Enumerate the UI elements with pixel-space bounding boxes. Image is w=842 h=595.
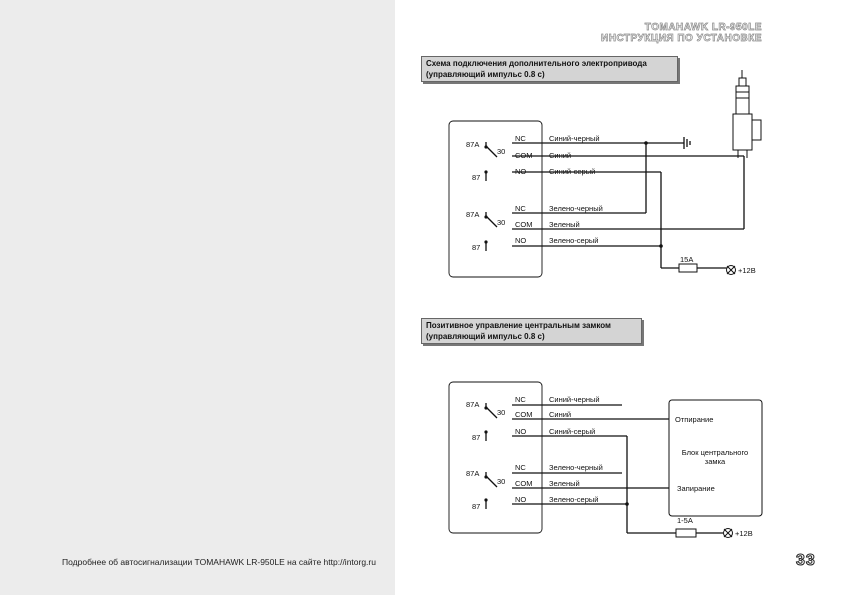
d1-pin-nc-2: NC (515, 204, 526, 213)
d1-pin-com-2: COM (515, 220, 533, 229)
d2-label-87-1: 87 (472, 433, 480, 442)
d2-label-87-2: 87 (472, 502, 480, 511)
unit-unlock-label: Отпирание (675, 415, 713, 424)
unit-title-line2: замка (705, 457, 726, 466)
unit-lock-label: Запирание (677, 484, 715, 493)
d2-label-30-2: 30 (497, 477, 505, 486)
d1-label-87a-1: 87A (466, 140, 479, 149)
d1-pin-no-1: NO (515, 167, 526, 176)
d1-fuse-label: 15A (680, 255, 693, 264)
diagram1-caption: Схема подключения дополнительного электр… (421, 56, 678, 82)
d1-label-87-2: 87 (472, 243, 480, 252)
d1-pin-com-1: COM (515, 151, 533, 160)
header-brand: TOMAHAWK LR-950LE (644, 22, 762, 34)
d2-pin-no-2: NO (515, 495, 526, 504)
unit-title-line1: Блок центрального (682, 448, 748, 457)
d1-wire-green-black: Зелено-черный (549, 204, 603, 213)
page-number: 33 (796, 552, 816, 570)
footer-text: Подробнее об автосигнализации TOMAHAWK L… (62, 557, 376, 567)
d2-label-87a-1: 87A (466, 400, 479, 409)
d2-wire-blue-black: Синий-черный (549, 395, 600, 404)
diagram2-caption-line2: (управляющий импульс 0.8 с) (426, 332, 545, 341)
d2-label-87a-2: 87A (466, 469, 479, 478)
d1-label-87a-2: 87A (466, 210, 479, 219)
d1-label-30-1: 30 (497, 147, 505, 156)
header-subtitle: ИНСТРУКЦИЯ ПО УСТАНОВКЕ (601, 33, 762, 45)
d1-pin-nc-1: NC (515, 134, 526, 143)
left-panel (0, 0, 395, 595)
d1-pin-no-2: NO (515, 236, 526, 245)
diagram1-caption-line2: (управляющий импульс 0.8 с) (426, 70, 545, 79)
d2-pin-com-1: COM (515, 410, 533, 419)
d2-power-label: +12B (735, 529, 753, 538)
d1-wire-green: Зеленый (549, 220, 580, 229)
actuator-icon (732, 70, 762, 158)
d1-wire-green-gray: Зелено-серый (549, 236, 598, 245)
d1-wire-blue-black: Синий-черный (549, 134, 600, 143)
d1-relay-block (448, 120, 543, 278)
d2-relay-block (448, 381, 543, 534)
d1-power-label: +12B (738, 266, 756, 275)
diagram2-caption: Позитивное управление центральным замком… (421, 318, 642, 344)
d2-wire-blue: Синий (549, 410, 571, 419)
d2-pin-nc-2: NC (515, 463, 526, 472)
d2-wire-green-black: Зелено-черный (549, 463, 603, 472)
d1-label-87-1: 87 (472, 173, 480, 182)
d2-label-30-1: 30 (497, 408, 505, 417)
diagram2-caption-line1: Позитивное управление центральным замком (426, 321, 611, 330)
d1-label-30-2: 30 (497, 218, 505, 227)
d1-fuse (678, 263, 698, 273)
diagram1-caption-line1: Схема подключения дополнительного электр… (426, 59, 647, 68)
d1-wire-blue-gray: Синий-серый (549, 167, 595, 176)
d1-wire-blue: Синий (549, 151, 571, 160)
d2-pin-nc-1: NC (515, 395, 526, 404)
central-lock-unit (668, 399, 763, 517)
d2-wire-blue-gray: Синий-серый (549, 427, 595, 436)
d2-pin-com-2: COM (515, 479, 533, 488)
d2-wire-green-gray: Зелено-серый (549, 495, 598, 504)
d2-pin-no-1: NO (515, 427, 526, 436)
d2-fuse-label: 1-5A (677, 516, 693, 525)
d2-wire-green: Зеленый (549, 479, 580, 488)
d2-fuse (675, 528, 697, 538)
